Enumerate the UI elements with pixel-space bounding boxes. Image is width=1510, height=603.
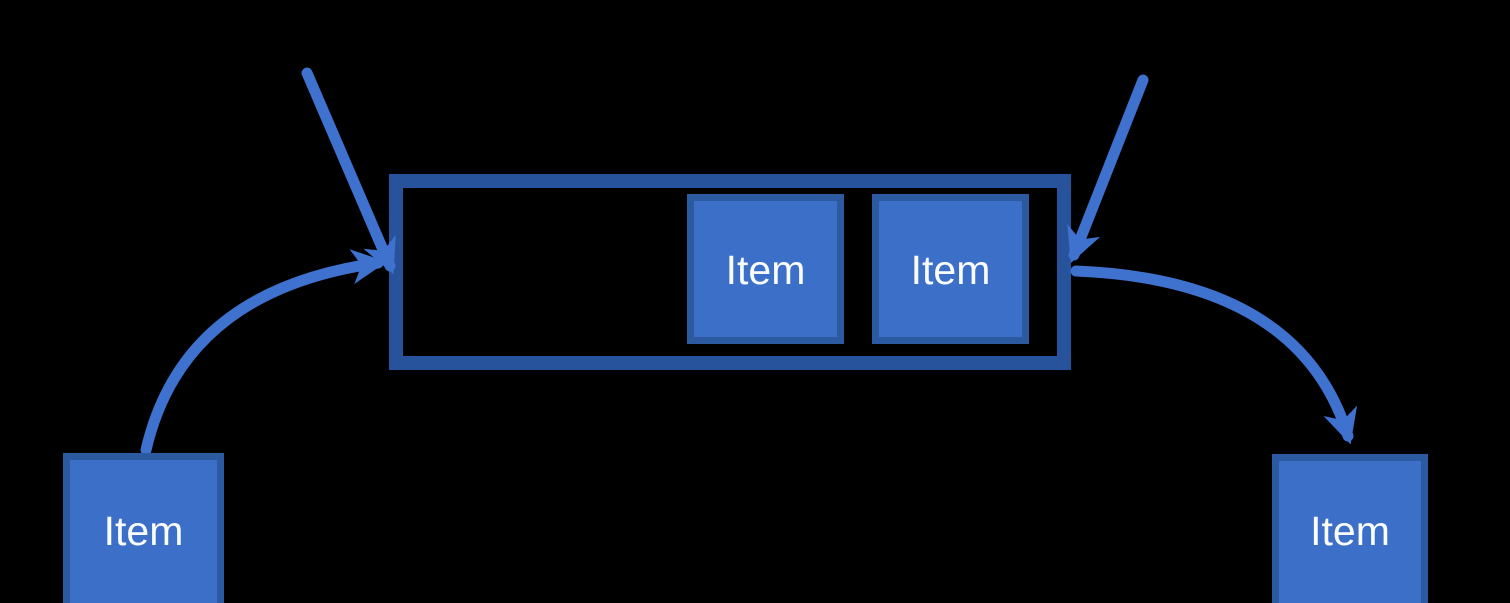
queue-container-box (389, 174, 1071, 370)
bottom-right-item-box-rect (1272, 454, 1428, 603)
inner-item-box-1: Item (687, 194, 844, 344)
bottom-right-item-box-label: Item (1310, 508, 1390, 554)
inner-item-box-2-label: Item (911, 247, 991, 293)
inner-item-box-1-label: Item (726, 247, 806, 293)
bottom-left-curved-in-arrow (140, 249, 387, 456)
inner-item-box-2: Item (872, 194, 1029, 344)
top-left-in-arrow (301, 67, 396, 275)
bottom-left-item-box-rect (63, 453, 224, 603)
inner-item-box-1-rect (687, 194, 844, 344)
bottom-left-item-box-label: Item (104, 508, 184, 554)
bottom-right-item-box: Item (1272, 454, 1428, 603)
inner-item-box-2-rect (872, 194, 1029, 344)
bottom-left-item-box: Item (63, 453, 224, 603)
right-curved-out-arrow (1070, 265, 1358, 445)
top-right-in-arrow (1067, 74, 1149, 264)
